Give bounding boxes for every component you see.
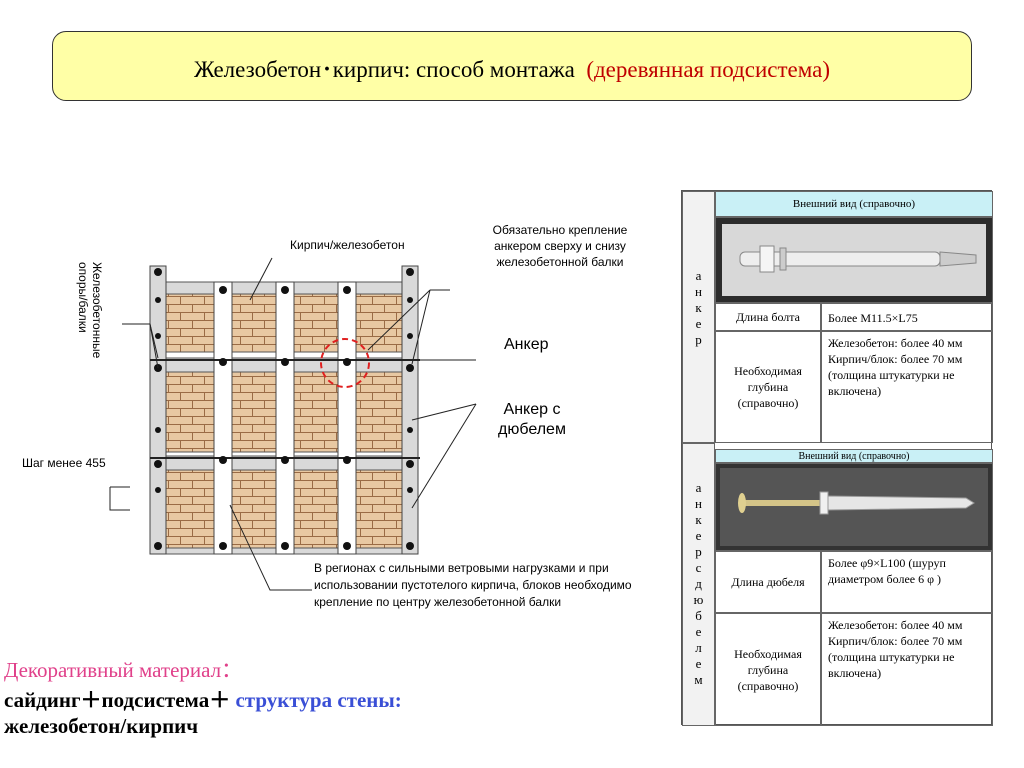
label-mandatory-anchoring: Обязательно крепление анкером сверху и с… [492,223,628,269]
label-anchor: Анкер [504,336,549,353]
anchor-header: Внешний вид (справочно) [715,191,993,217]
wall-structure-text: структура стены: [235,688,402,712]
anchor-highlight-circle [320,338,370,388]
label-concrete-supports: Железобетонные опоры/балки [76,262,104,359]
page-title: Железобетон･кирпич: способ монтажа (дере… [53,50,971,84]
label-step: Шаг менее 455 [22,456,106,470]
dowel-photo-cell [715,463,993,551]
title-main: Железобетон･кирпич: способ монтажа [194,57,575,82]
anchor-bolt-length-label: Длина болта [715,303,821,331]
anchor-depth-value: Железобетон: более 40 мм Кирпич/блок: бо… [821,331,993,443]
label-brick-concrete: Кирпич/железобетон [290,238,405,252]
dowel-length-label: Длина дюбеля [715,551,821,613]
title-banner: Железобетон･кирпич: способ монтажа (дере… [52,31,972,101]
dowel-depth-value: Железобетон: более 40 мм Кирпич/блок: бо… [821,613,993,726]
anchor-bolt-length-value: Более M11.5×L75 [821,303,993,331]
label-wind-regions-note: В регионах с сильными ветровыми нагрузка… [314,561,632,609]
dowel-anchor-icon [716,464,992,550]
anchor-dots [154,268,414,550]
wall-material-text: железобетон/кирпич [4,714,199,738]
dowel-header: Внешний вид (справочно) [715,449,993,463]
bottom-line-2: сайдинг＋подсистема＋ структура стены: [4,684,402,714]
decor-material-label: Декоративный материал： [4,658,243,682]
dowel-length-value: Более φ9×L100 (шуруп диаметром более 6 φ… [821,551,993,613]
siding-subsystem-text: сайдинг＋подсистема＋ [4,688,231,712]
title-subtitle: (деревянная подсистема) [586,57,830,82]
dowel-depth-label: Необходимая глубина (справочно) [715,613,821,726]
wood-battens [213,281,357,555]
wall-diagram [109,257,477,591]
label-anchor-with-dowel: Анкер с дюбелем [498,401,566,438]
anchor-photo-cell [715,217,993,303]
anchor-bolt-icon [716,218,992,302]
anchor-depth-label: Необходимая глубина (справочно) [715,331,821,443]
concrete-columns [149,265,419,555]
